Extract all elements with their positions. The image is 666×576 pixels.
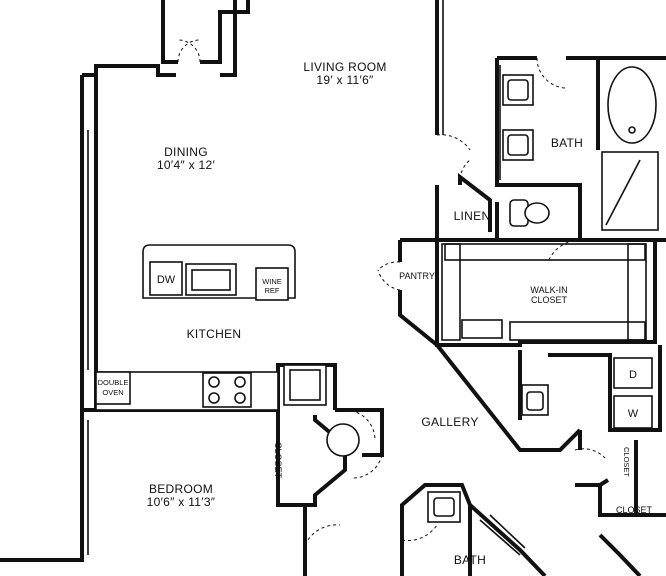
- laundry: D W: [521, 357, 653, 429]
- washer: [613, 395, 653, 429]
- door-swings: [177, 39, 606, 546]
- living-room-name: LIVING ROOM: [303, 60, 386, 74]
- kitchen-counter: DOUBLE OVEN: [95, 364, 327, 411]
- walk-in-closet-line2: CLOSET: [531, 295, 568, 305]
- closet-right-name: CLOSET: [622, 447, 631, 477]
- kitchen-island: DW WINE REF: [142, 244, 296, 301]
- dining-dims: 10′4″ x 12′: [157, 158, 216, 172]
- room-labels: LIVING ROOM 19′ x 11′6″ DINING 10′4″ x 1…: [147, 60, 653, 567]
- linen-name: LINEN: [454, 209, 491, 223]
- dishwasher: [149, 261, 183, 296]
- kitchen-name: KITCHEN: [187, 327, 242, 341]
- bathtub: [607, 66, 657, 144]
- pantry-name: PANTRY: [399, 271, 435, 281]
- bath-bottom-name: BATH: [454, 553, 486, 567]
- double-oven: [95, 371, 131, 405]
- washer-label: W: [628, 408, 639, 420]
- living-room-dims: 19′ x 11′6″: [316, 73, 374, 87]
- wine-ref-label-1: WINE: [262, 277, 282, 286]
- bath-fixtures-bottom: [427, 491, 526, 556]
- double-oven-label-2: OVEN: [102, 388, 123, 397]
- walk-in-closet-line1: WALK-IN: [530, 285, 567, 295]
- window-lines: [87, 0, 444, 555]
- dining-name: DINING: [164, 145, 208, 159]
- bedroom-name: BEDROOM: [149, 482, 213, 496]
- wine-fridge: [255, 267, 289, 301]
- bath-top-name: BATH: [551, 136, 583, 150]
- dishwasher-label: DW: [157, 274, 176, 286]
- closet-bedroom-name: CLOSET: [273, 442, 283, 479]
- refrigerator: [283, 364, 327, 406]
- bedroom-dims: 10′6″ x 11′3″: [147, 495, 216, 509]
- dryer: [613, 357, 653, 389]
- closet-small-name: CLOSET: [616, 505, 653, 515]
- shower: [601, 151, 659, 231]
- double-oven-label-1: DOUBLE: [98, 378, 129, 387]
- wine-ref-label-2: REF: [265, 286, 280, 295]
- bath-fixtures-top: [499, 65, 659, 231]
- dryer-label: D: [629, 369, 637, 381]
- bottom-bath-sink: [427, 491, 461, 523]
- gallery-name: GALLERY: [421, 415, 478, 429]
- closet-shelving: [441, 243, 647, 341]
- water-heater: [326, 423, 360, 457]
